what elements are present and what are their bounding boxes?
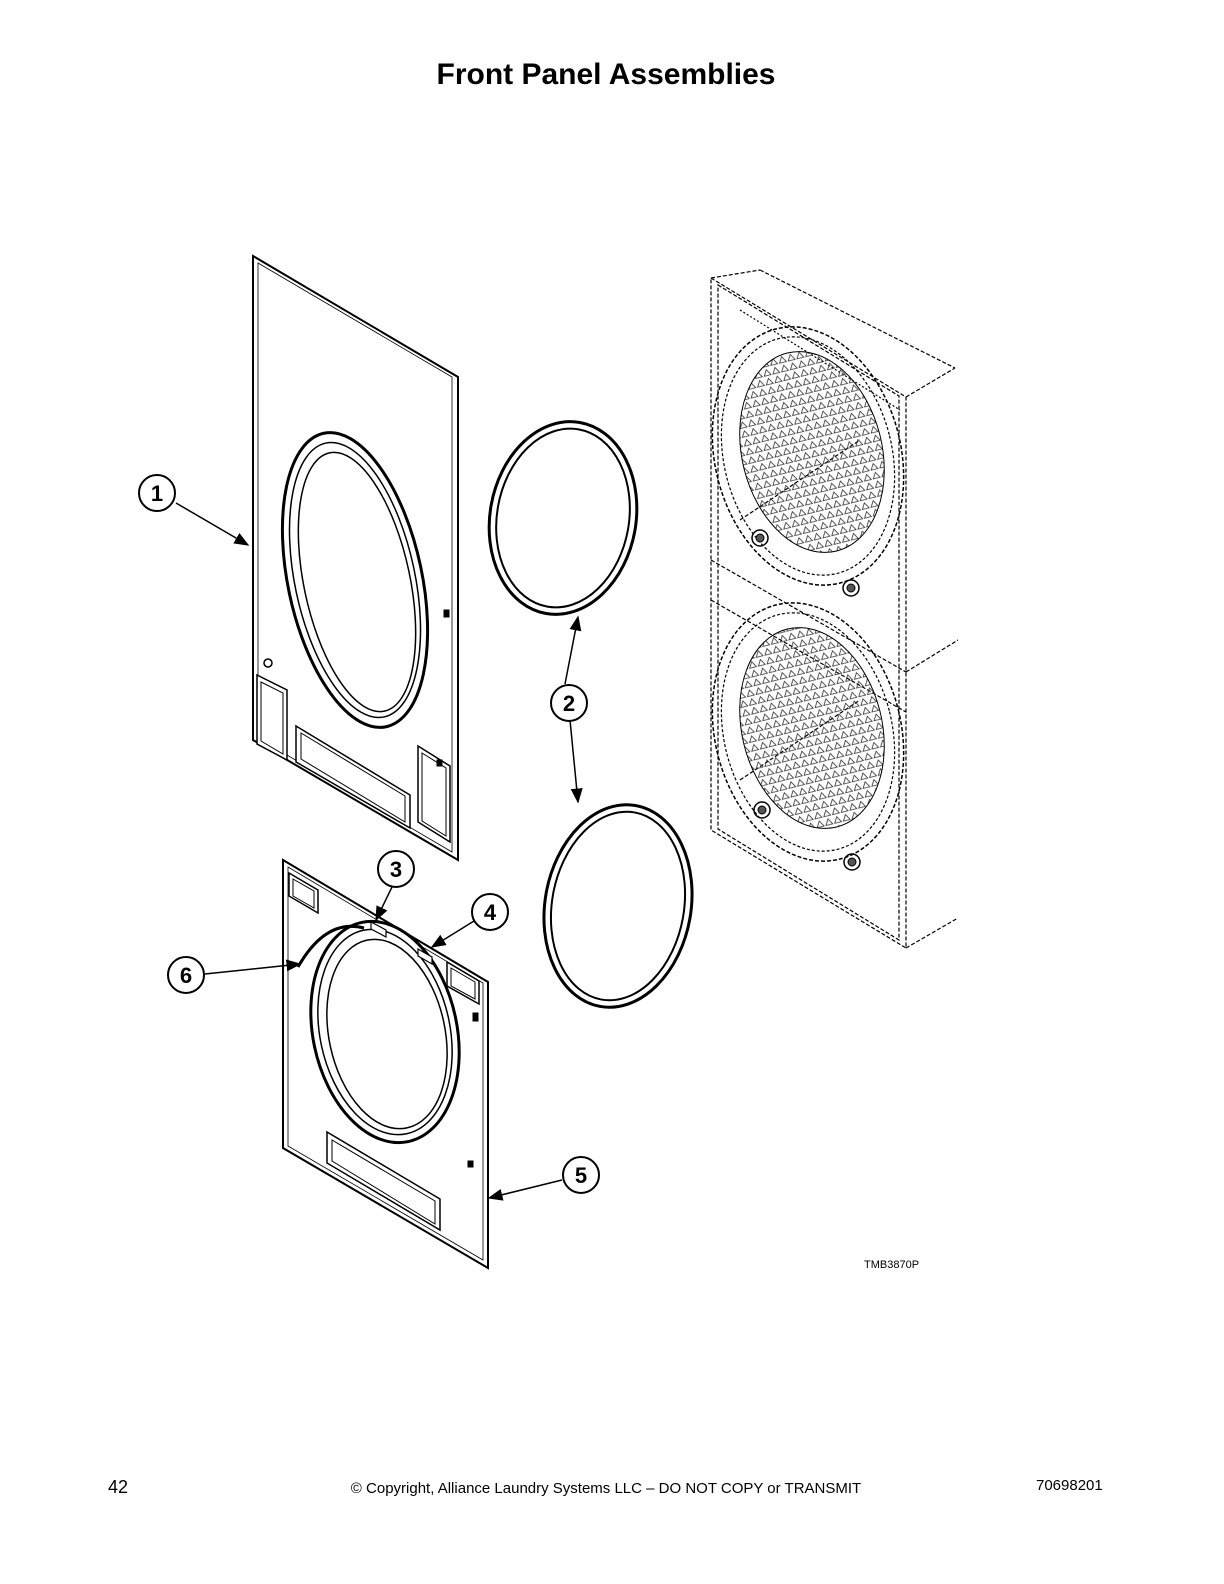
- leader-lines: [175, 502, 583, 1201]
- page-title: Front Panel Assemblies: [436, 58, 776, 91]
- callout-3: 3: [377, 850, 415, 888]
- lower-drum: [711, 602, 905, 871]
- svg-text:5: 5: [575, 1163, 587, 1188]
- callout-1: 1: [138, 474, 176, 512]
- svg-text:2: 2: [563, 691, 575, 716]
- lower-front-panel: [282, 858, 489, 1270]
- page-number: 42: [108, 1477, 129, 1497]
- callout-5: 5: [562, 1156, 600, 1194]
- svg-text:3: 3: [390, 857, 402, 882]
- svg-text:1: 1: [151, 481, 163, 506]
- upper-front-panel: [252, 254, 459, 862]
- svg-text:6: 6: [180, 963, 192, 988]
- document-number: 70698201: [1036, 1477, 1103, 1494]
- callout-6: 6: [167, 956, 205, 994]
- svg-text:4: 4: [484, 900, 497, 925]
- seal-rings: [487, 420, 694, 1009]
- upper-drum: [711, 326, 905, 597]
- callout-2: 2: [550, 684, 588, 722]
- copyright-notice: © Copyright, Alliance Laundry Systems LL…: [350, 1480, 862, 1497]
- diagram-reference-code: TMB3870P: [864, 1259, 920, 1271]
- callout-4: 4: [471, 893, 509, 931]
